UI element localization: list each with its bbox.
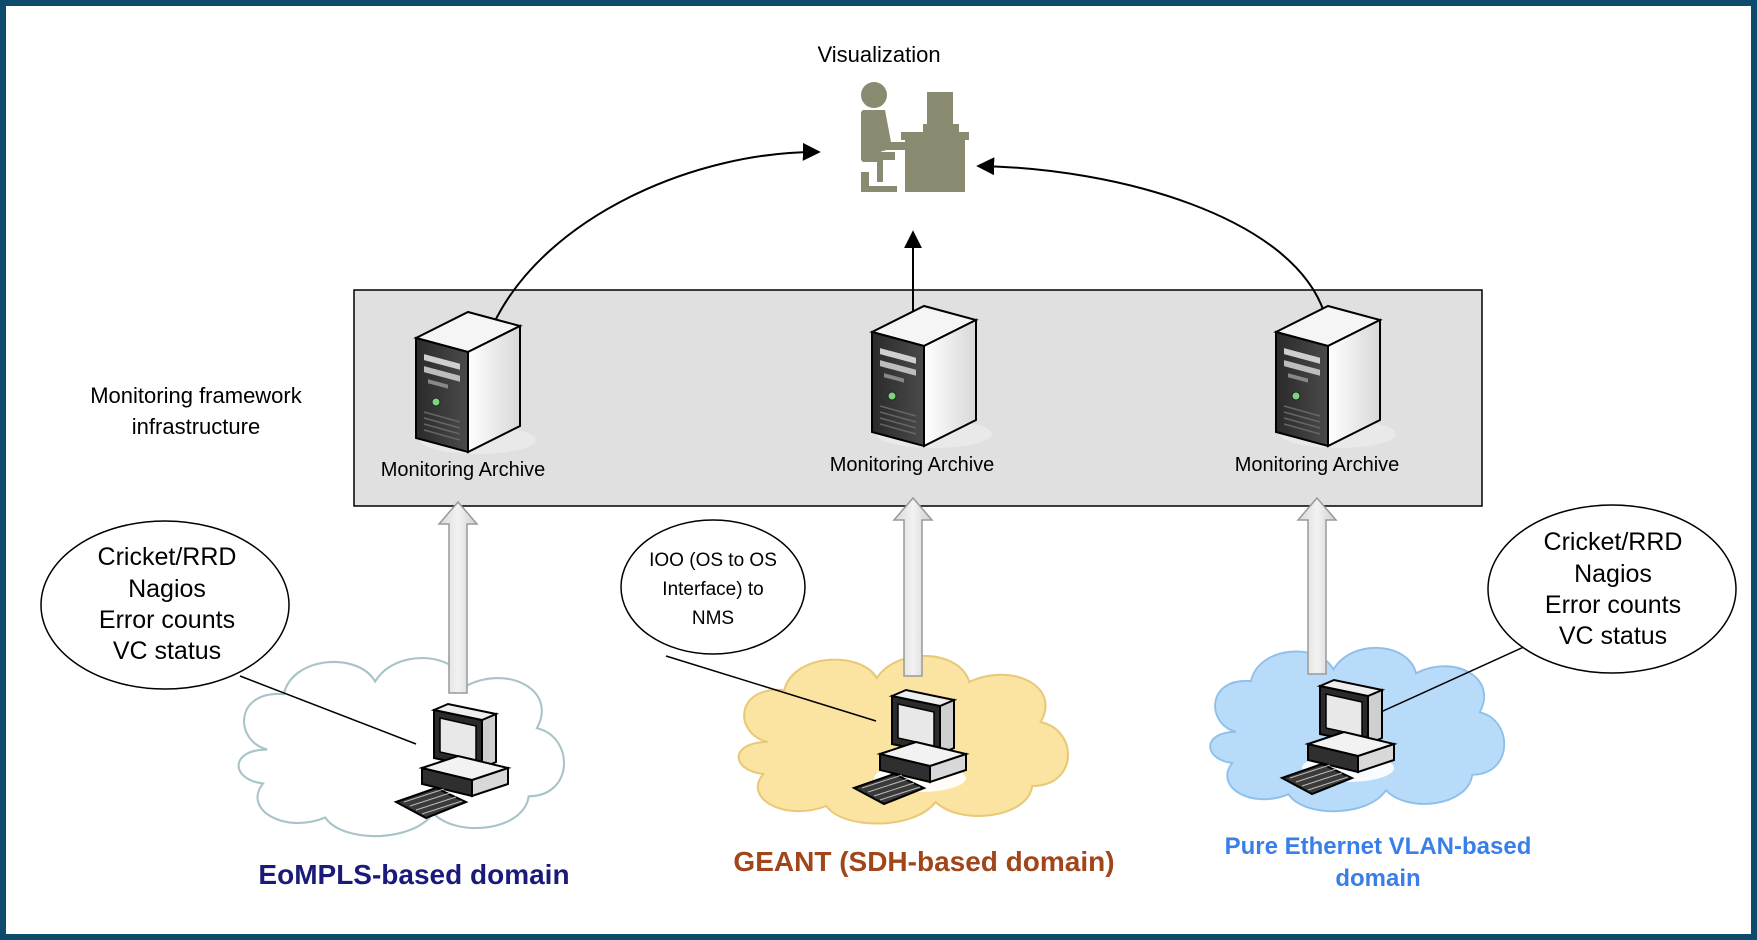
bubble-3-line-3: Error counts	[1545, 591, 1681, 619]
architecture-diagram: Visualization Monitoring framework infra…	[40, 42, 1737, 892]
bubble-2-line-1: IOO (OS to OS	[649, 550, 777, 571]
bubble-connector-1	[239, 675, 417, 745]
arrow-archive3-to-visualization	[976, 157, 1325, 313]
archive-label-3: Monitoring Archive	[1235, 454, 1400, 476]
server-icon	[871, 305, 993, 449]
bubble-3-line-2: Nagios	[1574, 560, 1652, 588]
bubble-1-line-3: Error counts	[99, 606, 235, 634]
bubble-1-line-4: VC status	[113, 637, 221, 665]
bubble-connector-2	[665, 655, 877, 722]
info-bubble-2	[620, 519, 806, 655]
bubble-1-line-1: Cricket/RRD	[98, 543, 237, 571]
archive-label-1: Monitoring Archive	[381, 459, 546, 481]
data-flow-arrow-1	[437, 500, 479, 694]
cloud-icon	[237, 656, 566, 838]
server-icon	[1275, 305, 1397, 449]
framework-label-line1: Monitoring framework	[90, 383, 303, 408]
bubble-2-line-3: NMS	[692, 608, 734, 629]
visualization-title: Visualization	[817, 42, 940, 67]
arrow-archive1-to-visualization	[493, 142, 821, 324]
domain-label-ethernet-line1: Pure Ethernet VLAN-based	[1225, 833, 1532, 860]
data-flow-arrow-2	[892, 496, 934, 677]
domain-label-geant: GEANT (SDH-based domain)	[733, 846, 1114, 877]
bubble-connector-3	[1371, 645, 1527, 717]
info-bubble-1	[40, 520, 290, 690]
domain-label-ethernet-line2: domain	[1335, 865, 1420, 892]
bubble-3-line-4: VC status	[1559, 622, 1667, 650]
bubble-3-line-1: Cricket/RRD	[1544, 528, 1683, 556]
user-at-desk-icon	[861, 82, 969, 192]
domain-label-eompls: EoMPLS-based domain	[258, 859, 569, 890]
archive-label-2: Monitoring Archive	[830, 454, 995, 476]
diagram-frame: Visualization Monitoring framework infra…	[6, 6, 1751, 934]
framework-label-line2: infrastructure	[132, 414, 260, 439]
server-icon	[415, 311, 537, 455]
info-bubble-3	[1487, 504, 1737, 674]
bubble-2-line-2: Interface) to	[662, 579, 763, 600]
bubble-1-line-2: Nagios	[128, 575, 206, 603]
data-flow-arrow-3	[1296, 496, 1338, 675]
